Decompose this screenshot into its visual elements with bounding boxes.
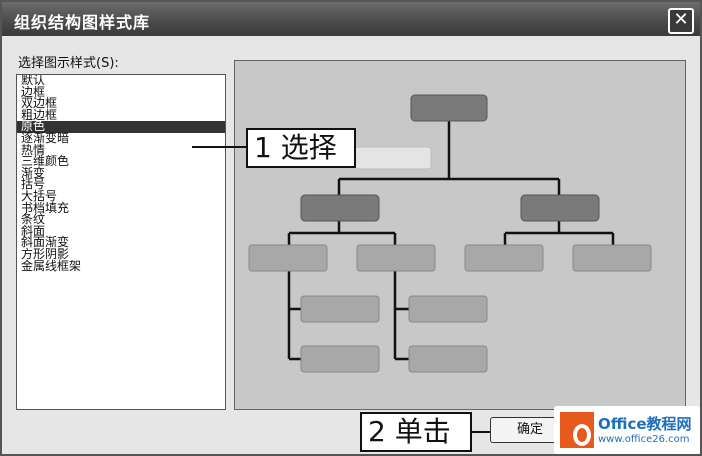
list-item[interactable]: 斜面: [21, 223, 46, 238]
style-list-label: 选择图示样式(S):: [18, 56, 119, 71]
org-box-sub5: [300, 295, 380, 323]
list-item-selected[interactable]: 原色: [17, 121, 225, 133]
list-item[interactable]: 默认: [21, 74, 46, 87]
org-box-sub3: [464, 244, 544, 272]
org-box-sub1: [248, 244, 328, 272]
list-item[interactable]: 边框: [21, 84, 46, 99]
org-box-assistant: [354, 146, 432, 170]
list-item[interactable]: 条纹: [21, 212, 46, 227]
callout-step-2: 2 单击: [360, 412, 472, 452]
style-listbox[interactable]: 默认 边框 双边框 粗边框 原色 逐渐变暗 热情 三维颜色 渐变 括号 大括号 …: [16, 74, 226, 410]
window-title: 组织结构图样式库: [14, 13, 151, 32]
list-item[interactable]: 渐变: [21, 165, 46, 180]
watermark-brand: Office教程网: [598, 415, 692, 433]
connector-lines: [287, 121, 615, 361]
org-box-top: [410, 94, 488, 122]
title-bar: 组织结构图样式库 ✕: [2, 2, 700, 36]
org-box-manager-right: [520, 194, 600, 222]
org-chart-diagram: [248, 94, 652, 373]
list-item[interactable]: 金属线框架: [21, 258, 82, 273]
callout-step-1: 1 选择: [246, 128, 356, 168]
list-item[interactable]: 双边框: [21, 96, 58, 111]
org-box-sub7: [300, 345, 380, 373]
list-item[interactable]: 粗边框: [21, 107, 58, 122]
watermark-logo: Office教程网 www.office26.com: [554, 406, 700, 454]
org-box-sub4: [572, 244, 652, 272]
list-item[interactable]: 三维颜色: [21, 154, 70, 169]
close-button[interactable]: ✕: [668, 8, 694, 34]
list-item[interactable]: 热情: [21, 142, 46, 157]
list-item[interactable]: 斜面渐变: [21, 235, 70, 250]
org-chart-preview: [234, 60, 686, 410]
office-logo-icon: [560, 412, 594, 448]
callout-2-leader: [470, 431, 492, 433]
org-box-sub8: [408, 345, 488, 373]
close-icon: ✕: [673, 9, 689, 30]
list-item[interactable]: 括号: [21, 177, 46, 192]
org-box-sub6: [408, 295, 488, 323]
list-item[interactable]: 方形阴影: [21, 246, 70, 261]
list-item[interactable]: 逐渐变暗: [21, 130, 70, 145]
watermark-url: www.office26.com: [598, 434, 690, 445]
org-box-manager-left: [300, 194, 380, 222]
callout-1-leader: [192, 146, 248, 148]
list-item[interactable]: 大括号: [21, 188, 58, 203]
org-box-sub2: [356, 244, 436, 272]
list-item[interactable]: 书档填充: [21, 200, 70, 215]
